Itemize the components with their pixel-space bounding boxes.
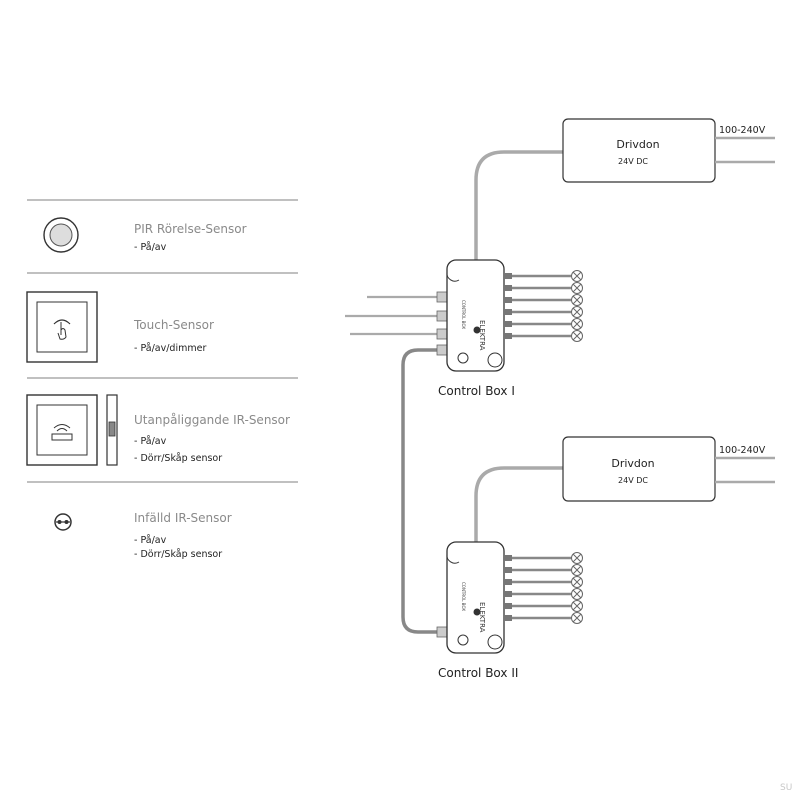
lamp-icon bbox=[571, 330, 583, 342]
lamp-icon bbox=[571, 270, 583, 282]
lamp-icon bbox=[571, 588, 583, 600]
lamp-icon bbox=[571, 294, 583, 306]
sensor-feature: - På/av/dimmer bbox=[134, 343, 206, 354]
dial-icon bbox=[457, 352, 469, 364]
output-connector bbox=[504, 297, 512, 303]
control-box-label: Control Box II bbox=[438, 666, 518, 680]
driver-name: Drivdon bbox=[611, 457, 654, 470]
lamp-icon bbox=[571, 576, 583, 588]
input-connector bbox=[436, 344, 448, 356]
model-label: CONTROL BOX bbox=[461, 300, 466, 329]
control-box-body bbox=[446, 259, 505, 372]
touch-sensor-icon bbox=[26, 291, 98, 363]
driver-output: 24V DC bbox=[618, 157, 648, 166]
sensor-feature: - Dörr/Skåp sensor bbox=[134, 453, 222, 464]
output-connector bbox=[504, 309, 512, 315]
driver-name: Drivdon bbox=[616, 138, 659, 151]
logo-icon bbox=[473, 326, 481, 334]
output-connector bbox=[504, 333, 512, 339]
driver-2: Drivdon 24V DC 100-240V bbox=[562, 436, 775, 502]
brand-logo: ELEKTRA bbox=[478, 320, 486, 351]
output-connector bbox=[504, 615, 512, 621]
lamp-icon bbox=[571, 612, 583, 624]
driver-cable bbox=[474, 466, 563, 544]
output-connector bbox=[504, 321, 512, 327]
sensor-feature: - På/av bbox=[134, 242, 167, 253]
output-connector bbox=[504, 603, 512, 609]
model-label: CONTROL BOX bbox=[461, 582, 466, 611]
input-connector bbox=[436, 310, 448, 322]
watermark: SU bbox=[780, 783, 792, 793]
link-cable bbox=[401, 348, 440, 634]
sensor-input-wires bbox=[345, 295, 438, 336]
surface-ir-sensor-icon bbox=[26, 394, 118, 466]
lamp-icon bbox=[571, 600, 583, 612]
output-connector bbox=[504, 579, 512, 585]
input-connector bbox=[436, 328, 448, 340]
lamp-icon bbox=[571, 282, 583, 294]
pir-sensor-icon bbox=[43, 217, 79, 253]
sensor-title: PIR Rörelse-Sensor bbox=[134, 222, 247, 236]
output-connector bbox=[504, 567, 512, 573]
dial-icon bbox=[457, 634, 469, 646]
control-box-2: ELEKTRA CONTROL BOX bbox=[436, 541, 583, 654]
driver-input: 100-240V bbox=[719, 125, 766, 136]
brand-logo: ELEKTRA bbox=[478, 602, 486, 633]
lamp-icon bbox=[571, 318, 583, 330]
output-connector bbox=[504, 285, 512, 291]
control-box-1: ELEKTRA CONTROL BOX bbox=[436, 259, 583, 372]
driver-1: Drivdon 24V DC 100-240V bbox=[562, 118, 775, 183]
driver-input: 100-240V bbox=[719, 445, 766, 456]
driver-cable bbox=[474, 150, 563, 262]
sensor-title: Infälld IR-Sensor bbox=[134, 511, 232, 525]
sensor-title: Utanpåliggande IR-Sensor bbox=[134, 413, 290, 427]
input-connector bbox=[436, 291, 448, 303]
recessed-ir-sensor-icon bbox=[54, 513, 72, 531]
logo-icon bbox=[473, 608, 481, 616]
control-box-body bbox=[446, 541, 505, 654]
output-connector bbox=[504, 591, 512, 597]
sensor-feature: - Dörr/Skåp sensor bbox=[134, 549, 222, 560]
sensor-feature: - På/av bbox=[134, 535, 167, 546]
control-box-label: Control Box I bbox=[438, 384, 515, 398]
lamp-icon bbox=[571, 306, 583, 318]
sensor-title: Touch-Sensor bbox=[133, 318, 214, 332]
driver-output: 24V DC bbox=[618, 476, 648, 485]
output-connector bbox=[504, 555, 512, 561]
output-connector bbox=[504, 273, 512, 279]
sensor-feature: - På/av bbox=[134, 436, 167, 447]
input-connector bbox=[436, 626, 448, 638]
lamp-icon bbox=[571, 564, 583, 576]
lamp-icon bbox=[571, 552, 583, 564]
